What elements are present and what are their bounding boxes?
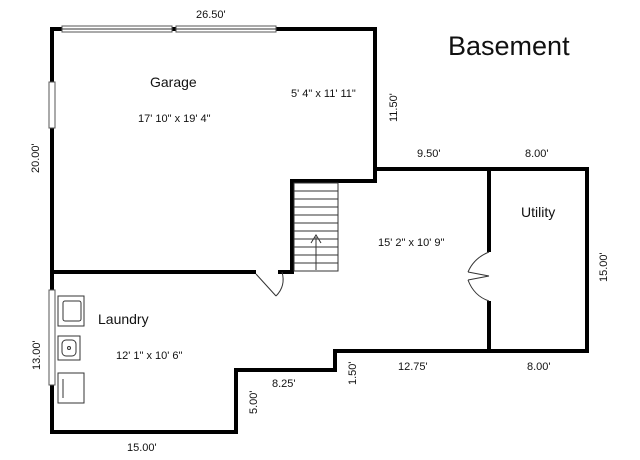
room-size-garage: 17' 10" x 19' 4" [138, 113, 211, 125]
stair-arrow-icon [310, 234, 322, 270]
dryer [57, 372, 85, 404]
laundry-sink [57, 335, 81, 361]
dim-bottom: 15.00' [127, 442, 157, 454]
dim-utility-bottom: 8.00' [527, 361, 551, 373]
staircase [293, 182, 339, 272]
dim-utility-right: 15.00' [598, 252, 610, 282]
dim-hall-bottom: 12.75' [398, 361, 428, 373]
garage-door-swing [255, 271, 284, 297]
room-name-garage: Garage [150, 74, 197, 90]
dim-step-small: 1.50' [347, 361, 359, 385]
laundry-window [48, 289, 56, 386]
room-name-utility: Utility [521, 204, 555, 220]
plan-title: Basement [448, 31, 570, 61]
dim-laundry-step: 8.25' [272, 378, 296, 390]
side-window [48, 81, 56, 129]
room-name-laundry: Laundry [98, 311, 149, 327]
dim-laundry-drop: 5.00' [248, 390, 260, 414]
dim-utility-top: 8.00' [525, 148, 549, 160]
dim-hall-top: 9.50' [417, 148, 441, 160]
washer [57, 295, 85, 327]
stair-wall [278, 167, 377, 274]
dim-left-lower: 13.00' [31, 340, 43, 370]
room-size-hall: 15' 2" x 10' 9" [378, 237, 445, 249]
room-size-garage-alcove: 5' 4" x 11' 11" [291, 88, 356, 100]
room-size-laundry: 12' 1" x 10' 6" [116, 350, 183, 362]
exterior-walls [50, 27, 589, 434]
utility-double-door [467, 251, 490, 302]
dim-left-upper: 20.00' [30, 143, 42, 173]
dim-garage-right: 11.50' [388, 93, 400, 122]
dim-top: 26.50' [196, 9, 226, 21]
